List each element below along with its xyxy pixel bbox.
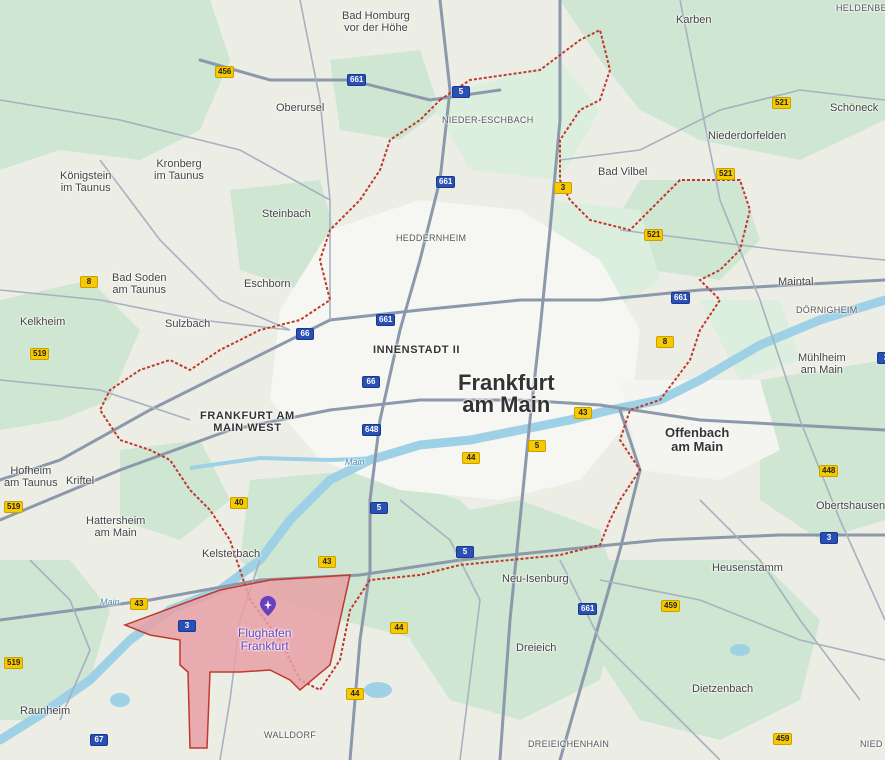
- river-main: [0, 295, 885, 745]
- district-frankfurt-west: FRANKFURT AM MAIN WEST: [200, 410, 295, 434]
- place-obertshausen[interactable]: Obertshausen: [816, 500, 885, 512]
- road-shield: 5: [452, 86, 470, 98]
- city-label-line2: am Main: [462, 392, 551, 417]
- place-heusenstamm[interactable]: Heusenstamm: [712, 562, 783, 574]
- forest-areas: [0, 0, 885, 740]
- road-shield: 519: [30, 348, 50, 360]
- urban-area-offenbach: [620, 380, 780, 480]
- place-bad-homburg[interactable]: Bad Homburg vor der Höhe: [342, 10, 410, 34]
- place-hattersheim[interactable]: Hattersheim am Main: [86, 515, 146, 539]
- district-innenstadt: INNENSTADT II: [373, 344, 461, 356]
- place-dietzenbach[interactable]: Dietzenbach: [692, 683, 754, 695]
- river-label-main-2: Main: [100, 597, 120, 607]
- road-shield: 66: [362, 376, 380, 388]
- road-shield: 661: [671, 292, 691, 304]
- road-shield: 459: [773, 733, 793, 745]
- place-eschborn[interactable]: Eschborn: [244, 278, 291, 290]
- place-kelsterbach[interactable]: Kelsterbach: [202, 548, 261, 560]
- place-heddernheim[interactable]: HEDDERNHEIM: [396, 233, 467, 243]
- road-shield: 43: [130, 598, 148, 610]
- lake-1: [364, 682, 392, 698]
- place-nieder-eschbach[interactable]: NIEDER-ESCHBACH: [442, 115, 534, 125]
- place-kelkheim[interactable]: Kelkheim: [20, 316, 66, 328]
- road-shield: 44: [346, 688, 364, 700]
- road-shield: 3: [554, 182, 572, 194]
- place-hofheim[interactable]: Hofheim am Taunus: [4, 465, 58, 489]
- river-label-main: Main: [345, 457, 365, 467]
- place-steinbach[interactable]: Steinbach: [262, 208, 311, 220]
- place-heldenbergen[interactable]: HELDENBE: [836, 3, 885, 13]
- road-shield: 5: [456, 546, 474, 558]
- road-shield: 519: [4, 501, 24, 513]
- road-shield: 5: [528, 440, 546, 452]
- place-karben[interactable]: Karben: [676, 14, 712, 26]
- airport-label[interactable]: Flughafen Frankfurt: [238, 626, 292, 653]
- place-sulzbach[interactable]: Sulzbach: [165, 318, 211, 330]
- road-shield: 448: [819, 465, 839, 477]
- road-shield: 661: [578, 603, 598, 615]
- road-shield: 521: [772, 97, 792, 109]
- road-shield: 521: [716, 168, 736, 180]
- lake-3: [110, 693, 130, 707]
- road-shield: 648: [362, 424, 382, 436]
- place-oberursel[interactable]: Oberursel: [276, 102, 325, 114]
- road-shield: 43: [574, 407, 592, 419]
- road-shield: 40: [230, 497, 248, 509]
- airport-area: [122, 574, 351, 749]
- place-offenbach[interactable]: Offenbach am Main: [665, 425, 730, 454]
- road-shield: 519: [4, 657, 24, 669]
- place-niederdorfelden[interactable]: Niederdorfelden: [708, 130, 787, 142]
- road-shield: 459: [661, 600, 681, 612]
- road-shield: 66: [296, 328, 314, 340]
- place-kriftel[interactable]: Kriftel: [66, 475, 95, 487]
- lake-2: [730, 644, 750, 656]
- place-schoeneck[interactable]: Schöneck: [830, 102, 879, 114]
- road-shield: 661: [436, 176, 456, 188]
- place-raunheim[interactable]: Raunheim: [20, 705, 71, 717]
- place-dreieich[interactable]: Dreieich: [516, 642, 557, 654]
- road-shield: 3: [820, 532, 838, 544]
- place-koenigstein[interactable]: Königstein im Taunus: [60, 170, 112, 194]
- city-label-line1: Frankfurt: [458, 370, 555, 395]
- road-shield: 661: [347, 74, 367, 86]
- road-shield: 5: [370, 502, 388, 514]
- place-muehlheim[interactable]: Mühlheim am Main: [798, 352, 846, 376]
- road-shield: 8: [80, 276, 98, 288]
- road-shield: 44: [462, 452, 480, 464]
- place-bad-vilbel[interactable]: Bad Vilbel: [598, 166, 648, 178]
- place-doernigheim[interactable]: DÖRNIGHEIM: [796, 305, 858, 315]
- road-shield: 521: [644, 229, 664, 241]
- city-boundary: [98, 28, 752, 692]
- place-walldorf[interactable]: WALLDORF: [264, 730, 317, 740]
- place-bad-soden[interactable]: Bad Soden am Taunus: [112, 272, 167, 296]
- road-shield: 3: [178, 620, 196, 632]
- road-shield: 3: [877, 352, 885, 364]
- city-label[interactable]: Frankfurt am Main: [458, 372, 555, 416]
- road-shield: 44: [390, 622, 408, 634]
- road-shield: 456: [215, 66, 235, 78]
- river-nidda: [189, 455, 381, 470]
- place-maintal[interactable]: Maintal: [778, 276, 814, 288]
- road-shield: 67: [90, 734, 108, 746]
- place-dreieichenhain[interactable]: DREIEICHENHAIN: [528, 739, 610, 749]
- road-shield: 43: [318, 556, 336, 568]
- road-shield: 8: [656, 336, 674, 348]
- road-shield: 661: [376, 314, 396, 326]
- place-kronberg[interactable]: Kronberg im Taunus: [154, 158, 204, 182]
- place-nieder[interactable]: NIED: [860, 739, 883, 749]
- place-neu-isenburg[interactable]: Neu-Isenburg: [502, 573, 569, 585]
